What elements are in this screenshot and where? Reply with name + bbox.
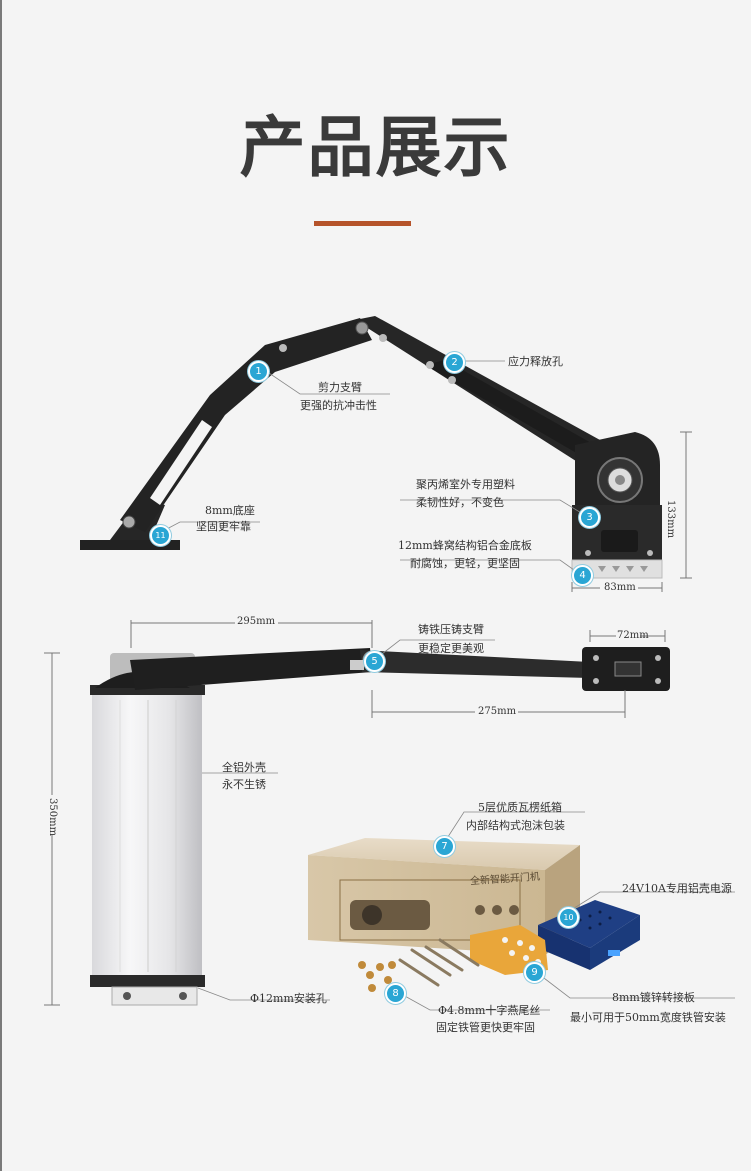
callout-base-desc: 坚固更牢靠 (196, 520, 251, 533)
dim-body-height: 350mm (47, 798, 58, 837)
middle-leader-lines (197, 639, 495, 1001)
dim-height-top: 133mm (665, 500, 676, 539)
callout-base-plate-title: 12mm蜂窝结构铝合金底板 (398, 539, 532, 552)
callout-shear-arm-desc: 更强的抗冲击性 (300, 399, 377, 412)
badge-2: 2 (444, 352, 465, 373)
dim-width-top: 83mm (604, 582, 636, 593)
callout-shell-title: 全铝外壳 (222, 761, 266, 774)
accessory-leader-lines (402, 811, 735, 1011)
badge-3: 3 (579, 507, 600, 528)
callout-power-supply: 24V10A专用铝壳电源 (622, 882, 732, 895)
callout-screws-title: Φ4.8mm十字燕尾丝 (438, 1004, 541, 1017)
power-supply (538, 900, 640, 970)
callout-shell-desc: 永不生锈 (222, 778, 266, 791)
callout-plastic-title: 聚丙烯室外专用塑料 (416, 478, 515, 491)
badge-8: 8 (385, 983, 406, 1004)
badge-1: 1 (248, 361, 269, 382)
callout-shear-arm-title: 剪力支臂 (318, 381, 362, 394)
dim-arm-span: 295mm (237, 616, 276, 627)
top-dimension-lines (571, 431, 692, 592)
badge-7: 7 (434, 836, 455, 857)
callout-cast-arm-title: 铸铁压铸支臂 (418, 623, 484, 636)
page-title: 产品展示 (239, 109, 512, 186)
title-underline (314, 221, 411, 226)
callout-mount-hole: Φ12mm安装孔 (250, 992, 327, 1005)
callout-plastic-desc: 柔韧性好，不变色 (416, 496, 504, 509)
callout-base-plate-desc: 耐腐蚀，更轻，更坚固 (410, 557, 520, 570)
callout-cast-arm-desc: 更稳定更美观 (418, 642, 484, 655)
middle-dimension-lines (44, 620, 666, 1006)
dim-bracket-width: 72mm (617, 630, 649, 641)
badge-5: 5 (364, 651, 385, 672)
plugs (358, 961, 396, 992)
callout-adapter-desc: 最小可用于50mm宽度铁管安装 (570, 1011, 726, 1024)
callout-carton-desc: 内部结构式泡沫包装 (466, 819, 565, 832)
screws-and-anchors (398, 938, 480, 987)
badge-4: 4 (572, 565, 593, 586)
left-edge-line (0, 0, 2, 1171)
dim-arm-length: 275mm (478, 706, 517, 717)
badge-11: 11 (150, 525, 171, 546)
door-closer-body (90, 653, 205, 1006)
callout-carton-title: 5层优质瓦楞纸箱 (478, 801, 562, 814)
badge-10: 10 (558, 907, 579, 928)
badge-9: 9 (524, 962, 545, 983)
callout-base-title: 8mm底座 (205, 504, 255, 517)
middle-arm (130, 647, 670, 691)
callout-screws-desc: 固定铁管更快更牢固 (436, 1021, 535, 1034)
callout-stress-hole: 应力释放孔 (508, 355, 563, 368)
callout-adapter-title: 8mm镀锌转接板 (612, 991, 695, 1004)
